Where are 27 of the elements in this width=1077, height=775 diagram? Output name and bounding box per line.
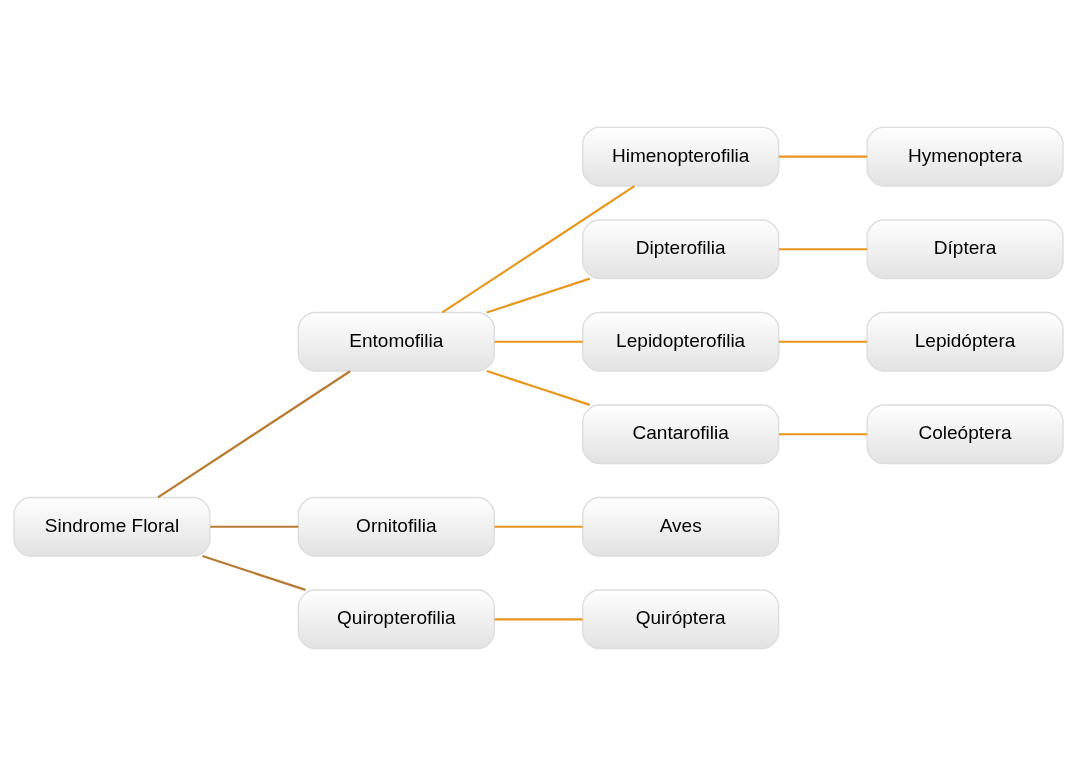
node-box: Hymenoptera bbox=[866, 126, 1064, 187]
connector bbox=[441, 184, 636, 313]
connector bbox=[202, 554, 306, 591]
connector bbox=[494, 525, 583, 528]
node-box: Quiropterofilia bbox=[297, 588, 495, 649]
node-box: Entomofilia bbox=[297, 311, 495, 372]
connector bbox=[210, 525, 299, 528]
connector bbox=[486, 369, 591, 406]
node-box: Ornitofilia bbox=[297, 496, 495, 557]
node-box: Aves bbox=[582, 496, 780, 557]
node-box: Lepidóptera bbox=[866, 311, 1064, 372]
node-box: Himenopterofilia bbox=[582, 126, 780, 187]
node-box: Quiróptera bbox=[582, 588, 780, 649]
node-box: Sindrome Floral bbox=[13, 496, 211, 557]
node-box: Coleóptera bbox=[866, 403, 1064, 464]
connector bbox=[778, 340, 868, 343]
connector bbox=[486, 277, 591, 313]
connector bbox=[778, 432, 868, 435]
connector bbox=[494, 340, 583, 343]
connector bbox=[494, 617, 583, 620]
connector bbox=[778, 155, 868, 158]
node-box: Lepidopterofilia bbox=[582, 311, 780, 372]
connector bbox=[157, 369, 351, 498]
node-box: Dipterofilia bbox=[582, 218, 780, 279]
node-box: Díptera bbox=[866, 218, 1064, 279]
connector bbox=[778, 247, 868, 250]
node-box: Cantarofilia bbox=[582, 403, 780, 464]
